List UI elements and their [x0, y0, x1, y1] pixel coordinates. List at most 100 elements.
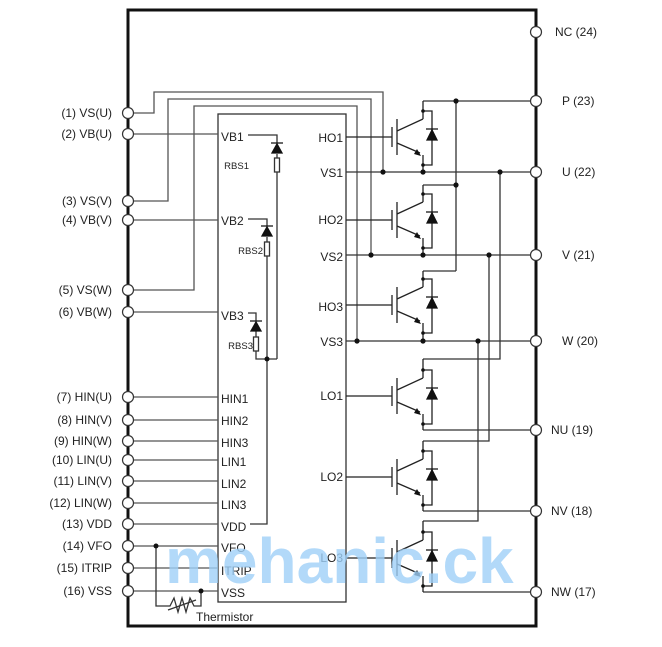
ic-pin-label: VB1: [221, 130, 244, 144]
ic-pin-label: VFO: [221, 541, 246, 555]
ic-pin-label: LIN3: [221, 498, 247, 512]
ic-pin-label: VB2: [221, 214, 244, 228]
thermistor-symbol: [155, 546, 202, 615]
junction-dot: [368, 252, 374, 258]
left-pin-terminal: [121, 305, 135, 319]
left-pin-terminal: [121, 413, 135, 427]
right-pin-label: NV (18): [551, 504, 592, 518]
left-pin-label: (3) VS(V): [62, 194, 112, 208]
junction-dot: [453, 98, 459, 104]
left-pin-label: (12) LIN(W): [49, 496, 112, 510]
left-pin-label: (5) VS(W): [59, 283, 112, 297]
ic-pin-label: HIN1: [221, 392, 249, 406]
left-pin-terminal: [121, 584, 135, 598]
junction-dot: [486, 252, 492, 258]
left-pin-terminal: [121, 434, 135, 448]
ic-pin-label: HO2: [318, 213, 343, 227]
ic-pin-label: VSS: [221, 586, 245, 600]
left-pin-terminal: [121, 283, 135, 297]
left-pin-label: (2) VB(U): [61, 127, 112, 141]
left-pin-terminal: [121, 390, 135, 404]
left-pin-label: (1) VS(U): [61, 106, 112, 120]
junction-dot: [264, 356, 270, 362]
junction-dot: [380, 169, 386, 175]
igbt-with-diode: [346, 185, 439, 255]
left-pin-terminal: [121, 106, 135, 120]
wire-vs-w: [128, 105, 358, 341]
left-signal-wires: [128, 133, 218, 592]
bootstrap-diodes: [249, 142, 284, 332]
right-pin-label: U (22): [562, 165, 595, 179]
left-pin-label: (16) VSS: [63, 584, 112, 598]
left-pin-terminal: [121, 474, 135, 488]
right-pin-terminal: [529, 334, 543, 348]
left-pin-terminal: [121, 213, 135, 227]
right-pin-label: W (20): [562, 334, 598, 348]
power-rails: [346, 31, 540, 593]
left-pin-terminal: [121, 453, 135, 467]
left-pin-label: (15) ITRIP: [57, 561, 112, 575]
ic-pin-label: HO1: [318, 131, 343, 145]
right-pin-terminal: [529, 94, 543, 108]
left-pin-label: (13) VDD: [62, 517, 112, 531]
junction-dot: [198, 588, 204, 594]
igbt-with-diode: [346, 441, 439, 511]
junction-dot: [497, 169, 503, 175]
left-pin-terminal: [121, 194, 135, 208]
junction-dot: [354, 338, 360, 344]
wire-vs-u: [128, 91, 384, 172]
right-pin-terminal: [529, 25, 543, 39]
resistor-label: RBS2: [238, 246, 263, 257]
left-pin-terminal: [121, 127, 135, 141]
right-pin-terminal: [529, 165, 543, 179]
left-pin-label: (9) HIN(W): [54, 434, 112, 448]
junction-dot: [475, 338, 481, 344]
right-pin-label: NW (17): [551, 585, 596, 599]
ic-pin-label: VDD: [221, 520, 247, 534]
junction-dot: [420, 338, 426, 344]
left-pin-terminal: [121, 517, 135, 531]
left-pin-label: (11) LIN(V): [54, 474, 112, 488]
left-pin-label: (8) HIN(V): [57, 413, 112, 427]
left-pin-terminal: [121, 496, 135, 510]
watermark: mehanic.ck: [165, 525, 514, 597]
resistor-label: RBS1: [224, 161, 249, 172]
ic-pin-label: HIN2: [221, 414, 249, 428]
right-pin-label: NU (19): [551, 423, 593, 437]
left-pin-terminal: [121, 539, 135, 553]
left-pin-label: (14) VFO: [63, 539, 112, 553]
wire-vs-v: [128, 98, 372, 255]
ic-pin-label: VS1: [320, 166, 343, 180]
left-pin-terminal: [121, 561, 135, 575]
right-pin-label: NC (24): [555, 25, 597, 39]
ic-pin-label: LIN1: [221, 455, 247, 469]
ic-pin-label: LIN2: [221, 477, 247, 491]
ic-pin-label: VS2: [320, 250, 343, 264]
ic-pin-label: LO2: [320, 470, 343, 484]
ic-pin-label: HO3: [318, 300, 343, 314]
left-pin-label: (4) VB(V): [62, 213, 112, 227]
junction-dot: [420, 169, 426, 175]
right-pin-label: V (21): [562, 248, 595, 262]
resistor-label: RBS3: [228, 341, 253, 352]
junction-dot: [420, 252, 426, 258]
left-pin-label: (7) HIN(U): [57, 390, 112, 404]
thermistor-slash: [167, 599, 197, 611]
right-pin-terminal: [529, 504, 543, 518]
right-pin-terminal: [529, 585, 543, 599]
thermistor-label: Thermistor: [196, 610, 253, 624]
igbt-with-diode: [346, 271, 439, 341]
ic-pin-label: LO1: [320, 389, 343, 403]
igbt-with-diode: [346, 101, 439, 172]
driver-ic-box: [217, 113, 347, 603]
bootstrap-circuit: [248, 134, 281, 525]
ic-pin-label: VS3: [320, 335, 343, 349]
left-pin-label: (10) LIN(U): [52, 453, 112, 467]
ic-pin-label: VB3: [221, 309, 244, 323]
ic-pin-label: ITRIP: [221, 564, 252, 578]
igbt-with-diode: [346, 521, 439, 592]
igbt-with-diode: [346, 359, 439, 430]
ic-pin-label: HIN3: [221, 436, 249, 450]
